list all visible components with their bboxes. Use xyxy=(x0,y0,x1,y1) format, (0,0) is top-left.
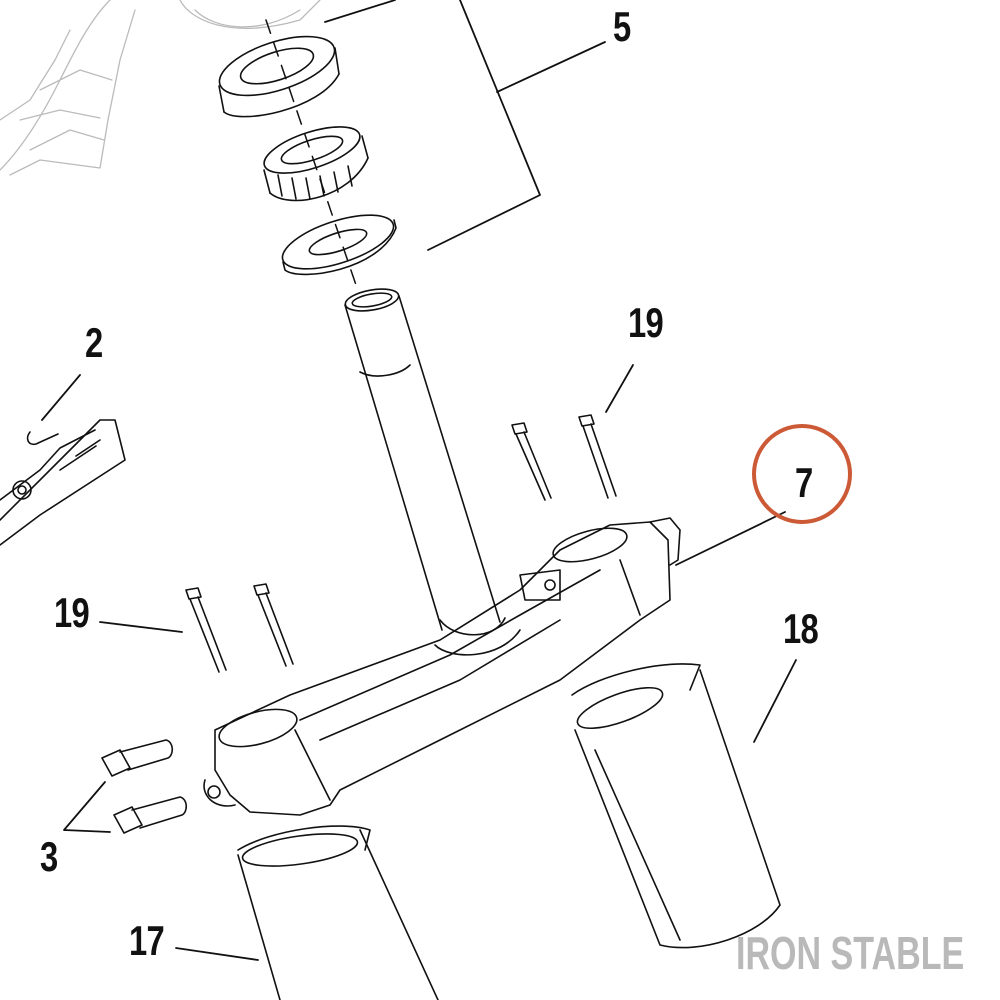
fork-tube-18 xyxy=(571,663,781,949)
washer xyxy=(281,214,397,276)
tapered-bearing xyxy=(263,126,369,202)
fairing-sketch xyxy=(0,0,321,176)
leader-lines xyxy=(41,364,797,961)
leader-17 xyxy=(175,947,259,961)
fork-tube-17 xyxy=(237,825,439,1000)
callout-17: 17 xyxy=(129,917,165,964)
dust-seal-ring xyxy=(218,35,340,118)
leader-3 xyxy=(63,781,111,833)
lower-triple-clamp xyxy=(203,517,681,816)
steering-stem xyxy=(344,288,506,636)
bracket-part-2 xyxy=(0,419,126,546)
callout-3: 3 xyxy=(40,833,58,880)
bolt-19-upper-pair xyxy=(511,414,617,501)
callout-7: 7 xyxy=(795,459,813,506)
callout-19-upper: 19 xyxy=(628,299,664,346)
leader-7 xyxy=(675,511,786,566)
callout-19-lower: 19 xyxy=(54,589,90,636)
callout-18: 18 xyxy=(783,605,819,652)
leader-5 xyxy=(324,0,606,251)
bolt-19-lower-pair xyxy=(185,583,294,673)
callout-2: 2 xyxy=(85,319,103,366)
steering-axis xyxy=(265,19,357,286)
leader-19-lower xyxy=(99,621,183,633)
callout-5: 5 xyxy=(613,3,631,50)
leader-2 xyxy=(41,374,81,421)
bolt-3-pair xyxy=(101,739,188,834)
leader-19-upper xyxy=(605,364,634,413)
watermark-text: IRON STABLE xyxy=(736,927,965,979)
callout-7-highlight-circle xyxy=(752,424,852,524)
leader-18 xyxy=(753,659,797,743)
